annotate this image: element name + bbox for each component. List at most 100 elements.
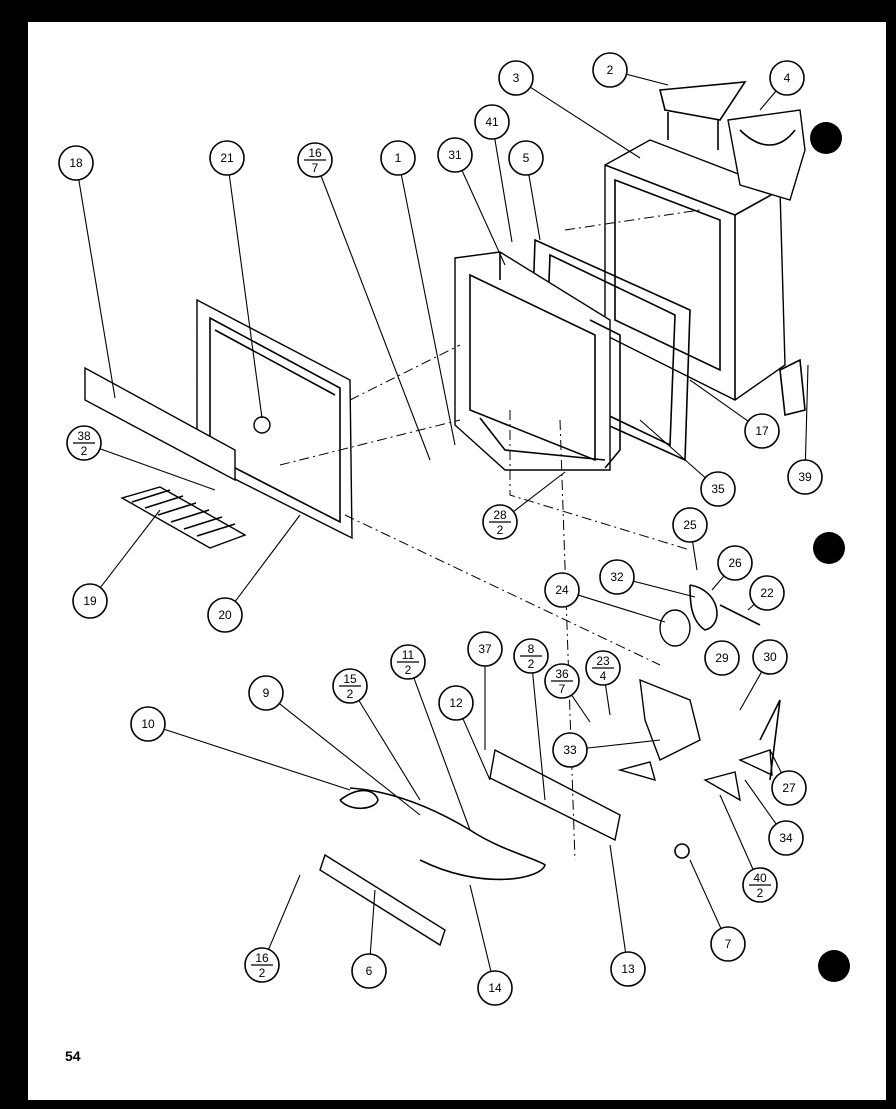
callout-circle	[498, 60, 534, 96]
leader-line-27	[769, 749, 782, 774]
callout-22: 22	[749, 575, 785, 611]
callout-denominator: 7	[312, 161, 319, 175]
callout-number: 3	[513, 71, 520, 85]
callout-circle	[610, 951, 646, 987]
pad-part	[617, 761, 657, 782]
leader-line-38-2	[99, 448, 216, 491]
pad-part	[703, 771, 741, 802]
leader-line-7	[689, 859, 722, 929]
leader-line-35	[639, 419, 706, 479]
callout-14: 14	[477, 970, 513, 1006]
callout-number: 13	[621, 962, 635, 976]
callout-7: 7	[710, 926, 746, 962]
leader-line-40-2	[719, 794, 754, 870]
callout-circle	[544, 572, 580, 608]
callout-numerator: 28	[493, 508, 507, 522]
callout-15-2: 152	[332, 668, 368, 704]
callout-8-2: 82	[513, 638, 549, 674]
callout-circle	[700, 471, 736, 507]
registration-dot	[818, 950, 850, 982]
lever-part	[639, 678, 701, 761]
callout-39: 39	[787, 459, 823, 495]
front-frame-part	[196, 298, 353, 540]
callout-38-2: 382	[66, 425, 102, 461]
callout-circle	[672, 507, 708, 543]
leader-line-19	[99, 509, 161, 588]
center-line	[349, 344, 461, 401]
callout-1: 1	[380, 140, 416, 176]
callout-number: 39	[798, 470, 812, 484]
callout-number: 2	[607, 63, 614, 77]
callout-circle	[744, 413, 780, 449]
callout-13: 13	[610, 951, 646, 987]
chute-part	[727, 109, 806, 201]
callout-29: 29	[704, 640, 740, 676]
callout-circle	[380, 140, 416, 176]
center-line	[509, 410, 691, 551]
callout-denominator: 2	[259, 966, 266, 980]
callout-number: 1	[395, 151, 402, 165]
callout-31: 31	[437, 137, 473, 173]
callout-34: 34	[768, 820, 804, 856]
callout-number: 14	[488, 981, 502, 995]
callout-number: 12	[449, 696, 463, 710]
callout-number: 37	[478, 642, 492, 656]
callout-16-2: 162	[244, 947, 280, 983]
callout-16-7: 167	[297, 142, 333, 178]
leader-line-31	[461, 170, 506, 266]
callout-number: 41	[485, 115, 499, 129]
callout-number: 26	[728, 556, 742, 570]
leader-line-20	[234, 514, 301, 602]
leader-line-36-7	[571, 694, 591, 723]
callout-number: 22	[760, 586, 774, 600]
callout-numerator: 16	[308, 146, 322, 160]
disc-part	[659, 609, 691, 647]
grille-part	[120, 486, 247, 549]
registration-dot	[810, 122, 842, 154]
leader-line-23-4	[604, 684, 611, 716]
callout-circle	[438, 685, 474, 721]
callout-circle	[474, 104, 510, 140]
inner-frame-part	[454, 251, 621, 471]
callout-circle	[351, 953, 387, 989]
callout-number: 30	[763, 650, 777, 664]
callout-circle	[704, 640, 740, 676]
callout-number: 17	[755, 424, 769, 438]
bracket-part	[489, 748, 621, 842]
callout-circle	[752, 639, 788, 675]
rod-part	[719, 604, 761, 626]
callout-denominator: 2	[81, 444, 88, 458]
callout-circle	[717, 545, 753, 581]
callout-number: 7	[725, 937, 732, 951]
callout-number: 27	[782, 781, 796, 795]
callout-denominator: 2	[497, 523, 504, 537]
callout-denominator: 2	[528, 657, 535, 671]
callout-number: 33	[563, 743, 577, 757]
callout-number: 34	[779, 831, 793, 845]
leader-line-11-2	[413, 677, 471, 831]
callout-numerator: 16	[255, 951, 269, 965]
leader-line-16-2	[268, 874, 301, 950]
callout-23-4: 234	[585, 650, 621, 686]
callout-27: 27	[771, 770, 807, 806]
leader-line-14	[469, 884, 492, 972]
callout-number: 9	[263, 686, 270, 700]
leader-line-3	[529, 86, 641, 159]
callout-circle	[787, 459, 823, 495]
leader-line-15-2	[358, 700, 421, 801]
bulb-part	[253, 416, 271, 434]
callout-circle	[72, 583, 108, 619]
leader-line-33	[586, 739, 661, 749]
callout-number: 31	[448, 148, 462, 162]
callout-2: 2	[592, 52, 628, 88]
callout-5: 5	[508, 140, 544, 176]
callout-number: 32	[610, 570, 624, 584]
callout-12: 12	[438, 685, 474, 721]
callout-circle	[248, 675, 284, 711]
callout-circle	[599, 559, 635, 595]
callout-24: 24	[544, 572, 580, 608]
callout-30: 30	[752, 639, 788, 675]
actuator-part	[689, 584, 718, 631]
leader-line-1	[400, 174, 456, 446]
center-line	[564, 209, 701, 231]
